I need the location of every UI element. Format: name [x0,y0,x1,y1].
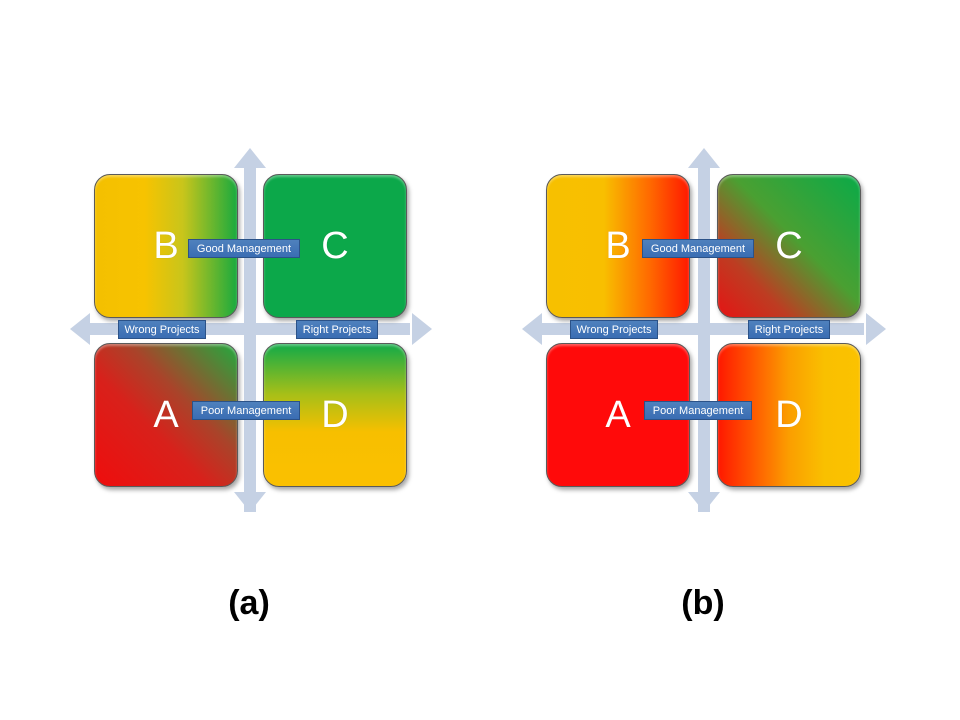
label-poor-management: Poor Management [644,401,752,420]
axis-arrows [70,148,432,512]
quadrant-letter: D [775,393,803,436]
quadrant-letter: A [605,393,631,436]
quadrant-c: C [717,174,861,318]
quadrant-c: C [263,174,407,318]
label-right-projects: Right Projects [748,320,830,339]
caption-a: (a) [228,584,270,622]
quadrant-letter: B [153,224,179,267]
quadrant-diagram-a: B C A D Good Management Poor Management … [60,140,440,520]
horizontal-axis-arrow-left [522,313,864,345]
label-good-management: Good Management [642,239,754,258]
quadrant-letter: A [153,393,179,436]
label-wrong-projects: Wrong Projects [570,320,658,339]
horizontal-axis-arrow-left [70,313,410,345]
vertical-axis-arrow-down [234,492,266,512]
label-wrong-projects: Wrong Projects [118,320,206,339]
label-right-projects: Right Projects [296,320,378,339]
quadrant-diagram-b: B C A D Good Management Poor Management … [510,140,890,520]
label-good-management: Good Management [188,239,300,258]
quadrant-letter: D [321,393,349,436]
quadrant-letter: B [605,224,631,267]
quadrant-letter: C [775,224,803,267]
horizontal-axis-arrow-right [866,313,886,345]
horizontal-axis-arrow-right [412,313,432,345]
axis-arrows [522,148,886,512]
label-poor-management: Poor Management [192,401,300,420]
quadrant-letter: C [321,224,349,267]
caption-b: (b) [681,584,725,622]
vertical-axis-arrow-down [688,492,720,512]
quadrant-a: A [94,343,238,487]
